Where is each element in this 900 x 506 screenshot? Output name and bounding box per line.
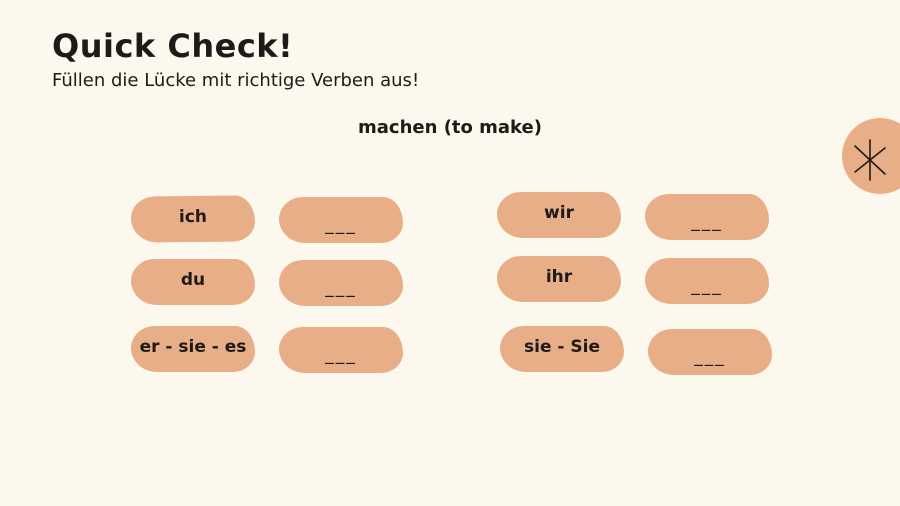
instructions-text: Füllen die Lücke mit richtige Verben aus… bbox=[52, 70, 420, 91]
asterisk-icon bbox=[854, 139, 886, 181]
pronoun-pill-ihr: ihr bbox=[497, 256, 621, 302]
answer-blank-er-sie-es[interactable]: ___ bbox=[279, 327, 403, 373]
answer-blank-ihr[interactable]: ___ bbox=[645, 258, 769, 304]
decorative-circle bbox=[842, 118, 900, 194]
answer-blank-du[interactable]: ___ bbox=[279, 260, 403, 306]
pronoun-pill-du: du bbox=[131, 259, 255, 305]
pronoun-pill-wir: wir bbox=[497, 192, 621, 238]
page-title: Quick Check! bbox=[52, 27, 294, 65]
answer-blank-ich[interactable]: ___ bbox=[279, 197, 403, 243]
pronoun-pill-ich: ich bbox=[130, 195, 256, 243]
pronoun-pill-sie-Sie: sie - Sie bbox=[500, 326, 624, 372]
verb-heading: machen (to make) bbox=[358, 117, 542, 138]
answer-blank-wir[interactable]: ___ bbox=[645, 194, 769, 240]
answer-blank-sie-Sie[interactable]: ___ bbox=[648, 329, 772, 375]
pronoun-pill-er-sie-es: er - sie - es bbox=[131, 326, 255, 372]
